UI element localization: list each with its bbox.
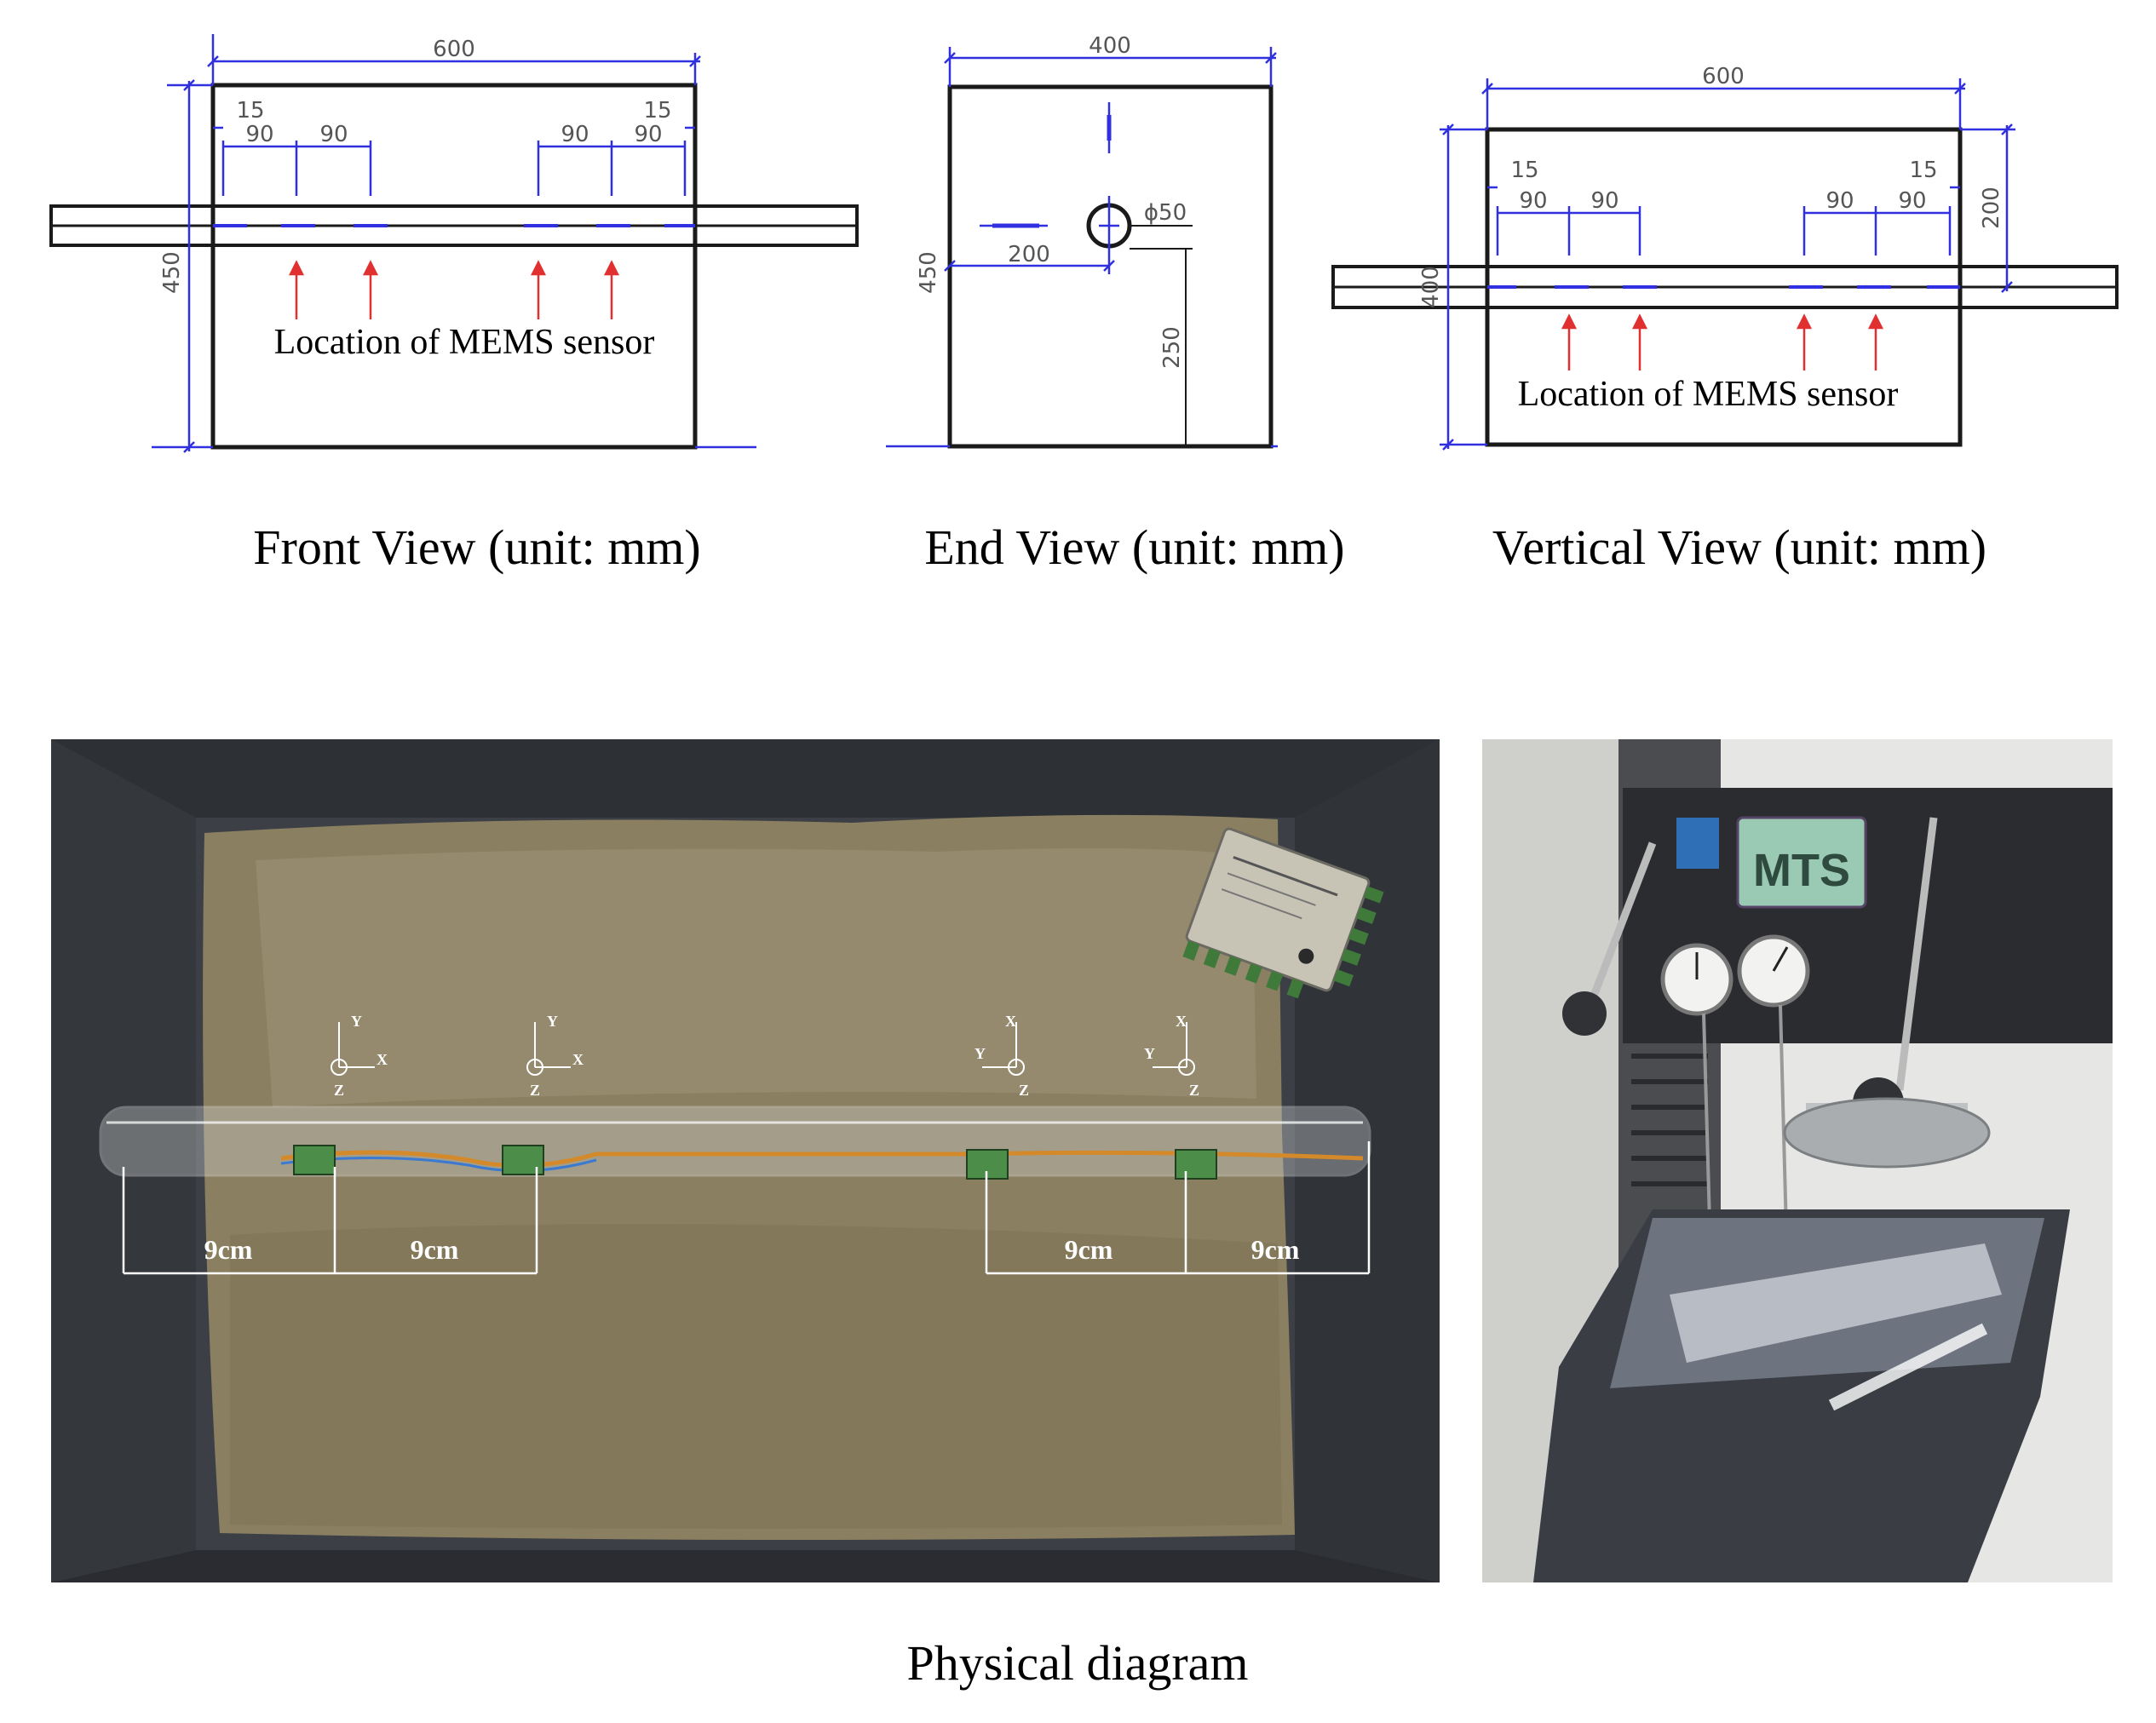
vertical-view-caption: Vertical View (unit: mm) (1492, 520, 1986, 575)
front-spacing-4: 90 (634, 122, 662, 147)
front-spacing-2: 90 (319, 122, 348, 147)
axis3-bottom: Z (1019, 1082, 1029, 1099)
front-spacing-3: 90 (561, 122, 589, 147)
sandbox-photo: 9cm 9cm 9cm 9cm Y X Z Y X Z X Y Z X Y Z (51, 739, 1440, 1582)
axis4-top: X (1176, 1013, 1187, 1030)
mts-label: MTS (1753, 845, 1850, 896)
pipe-sensors (293, 1145, 1217, 1180)
front-view-drawing: 600 450 15 15 90 90 90 90 Location of ME… (49, 34, 859, 453)
mems-chip-image (1182, 827, 1384, 999)
vertical-sensor-label: Location of MEMS sensor (1518, 375, 1899, 414)
vertical-width-label: 600 (1702, 64, 1745, 89)
end-vertical-label: 250 (1159, 326, 1185, 369)
axis2-right: X (572, 1051, 584, 1068)
vertical-offset-left-label: 15 (1510, 158, 1538, 183)
distance-label-1: 9cm (204, 1234, 253, 1265)
vertical-spacing-1: 90 (1519, 188, 1547, 214)
axis1-bottom: Z (334, 1082, 344, 1099)
front-spacing-1: 90 (245, 122, 273, 147)
axis4-left: Y (1144, 1045, 1155, 1062)
loading-rig-photo: MTS (1482, 739, 2113, 1582)
distance-label-2: 9cm (411, 1234, 459, 1265)
vertical-offset-right-label: 15 (1909, 158, 1937, 183)
front-offset-right-label: 15 (643, 98, 671, 123)
axis1-top: Y (351, 1013, 362, 1030)
axis2-top: Y (547, 1013, 558, 1030)
axis2-bottom: Z (530, 1082, 540, 1099)
vertical-side-label: 200 (1979, 187, 2004, 229)
vertical-spacing-3: 90 (1825, 188, 1854, 214)
axis-glyphs (331, 1022, 1195, 1076)
axis3-left: Y (975, 1045, 986, 1062)
vertical-spacing-4: 90 (1898, 188, 1926, 214)
front-sensor-arrows (288, 260, 620, 319)
front-sensor-label: Location of MEMS sensor (274, 323, 655, 362)
end-view-caption: End View (unit: mm) (924, 520, 1344, 575)
vertical-spacing-2: 90 (1590, 188, 1618, 214)
front-height-label: 450 (159, 251, 185, 294)
end-height-label: 450 (916, 251, 941, 294)
axis1-right: X (377, 1051, 388, 1068)
distance-label-3: 9cm (1065, 1234, 1113, 1265)
end-width-label: 400 (1089, 33, 1131, 59)
front-width-label: 600 (433, 37, 475, 62)
distance-label-4: 9cm (1251, 1234, 1300, 1265)
vertical-height-label: 400 (1418, 266, 1444, 308)
end-view-drawing: 400 450 200 250 ϕ50 (886, 33, 1278, 449)
physical-diagram-caption: Physical diagram (906, 1635, 1248, 1691)
end-horizontal-label: 200 (1008, 242, 1050, 267)
vertical-sensor-arrows (1561, 313, 1884, 370)
axis4-bottom: Z (1189, 1082, 1199, 1099)
end-diameter-label: ϕ50 (1144, 200, 1187, 226)
axis3-top: X (1005, 1013, 1016, 1030)
vertical-view-drawing: 600 400 200 15 15 90 90 90 90 Location o… (1331, 64, 2119, 451)
front-view-caption: Front View (unit: mm) (253, 520, 700, 575)
front-offset-left-label: 15 (236, 98, 264, 123)
